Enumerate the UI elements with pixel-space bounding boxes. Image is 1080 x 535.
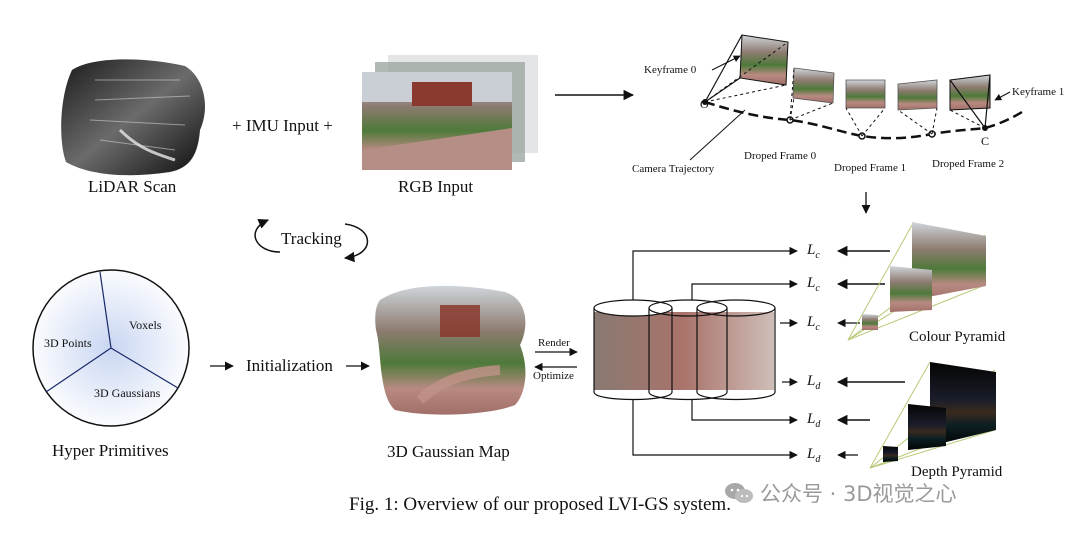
lidar-scan-image bbox=[61, 59, 206, 176]
primitive-voxels: Voxels bbox=[129, 318, 162, 332]
droped-frame-2-label: Droped Frame 2 bbox=[932, 158, 1005, 170]
render-cylinders bbox=[593, 299, 776, 401]
rgb-input-label: RGB Input bbox=[398, 177, 474, 196]
initialization-label: Initialization bbox=[246, 356, 333, 375]
gaussian-map-image bbox=[375, 285, 526, 415]
depth-pyramid-label: Depth Pyramid bbox=[911, 464, 1003, 480]
hyper-primitives-diagram bbox=[32, 269, 190, 427]
primitive-3d-gaussians: 3D Gaussians bbox=[94, 386, 161, 400]
camera-trajectory-label: Camera Trajectory bbox=[632, 163, 715, 175]
tracking-loop-arrows bbox=[254, 218, 369, 263]
render-label: Render bbox=[538, 337, 570, 349]
droped-frame-1-label: Droped Frame 1 bbox=[834, 162, 907, 174]
depth-pyramid bbox=[869, 361, 996, 469]
figure-caption: Fig. 1: Overview of our proposed LVI-GS … bbox=[349, 494, 731, 515]
origin-label: O bbox=[700, 97, 709, 111]
watermark-text: 公众号 · 3D视觉之心 bbox=[760, 482, 957, 506]
gaussian-map-label: 3D Gaussian Map bbox=[387, 442, 510, 461]
end-label: C bbox=[981, 134, 990, 148]
imu-input-label: + IMU Input + bbox=[232, 116, 333, 135]
optimize-label: Optimize bbox=[533, 370, 574, 382]
loss-depth-2: Ld bbox=[807, 411, 821, 430]
droped-frame-0-label: Droped Frame 0 bbox=[744, 150, 817, 162]
loss-colour-2: Lc bbox=[807, 275, 820, 294]
tracking-label: Tracking bbox=[281, 229, 342, 248]
loss-colour-1: Lc bbox=[807, 242, 820, 261]
colour-pyramid-label: Colour Pyramid bbox=[909, 329, 1006, 345]
droped-frame-1-camera bbox=[845, 79, 886, 137]
lidar-scan-label: LiDAR Scan bbox=[88, 177, 177, 196]
primitive-3d-points: 3D Points bbox=[44, 336, 92, 350]
droped-frame-0-camera bbox=[789, 67, 835, 121]
wechat-icon bbox=[724, 481, 754, 505]
rgb-input-image bbox=[362, 55, 538, 170]
droped-frame-2-camera bbox=[897, 79, 938, 135]
watermark: 公众号 · 3D视觉之心 bbox=[724, 478, 957, 508]
keyframe-0-label: Keyframe 0 bbox=[644, 64, 697, 76]
hyper-primitives-label: Hyper Primitives bbox=[52, 441, 169, 460]
keyframe-0-camera bbox=[704, 34, 789, 103]
loss-depth-1: Ld bbox=[807, 373, 821, 392]
keyframe-1-label: Keyframe 1 bbox=[1012, 86, 1065, 98]
loss-colour-3: Lc bbox=[807, 314, 820, 333]
colour-pyramid bbox=[847, 222, 986, 341]
keyframe-1-camera bbox=[949, 74, 991, 129]
loss-depth-3: Ld bbox=[807, 446, 821, 465]
